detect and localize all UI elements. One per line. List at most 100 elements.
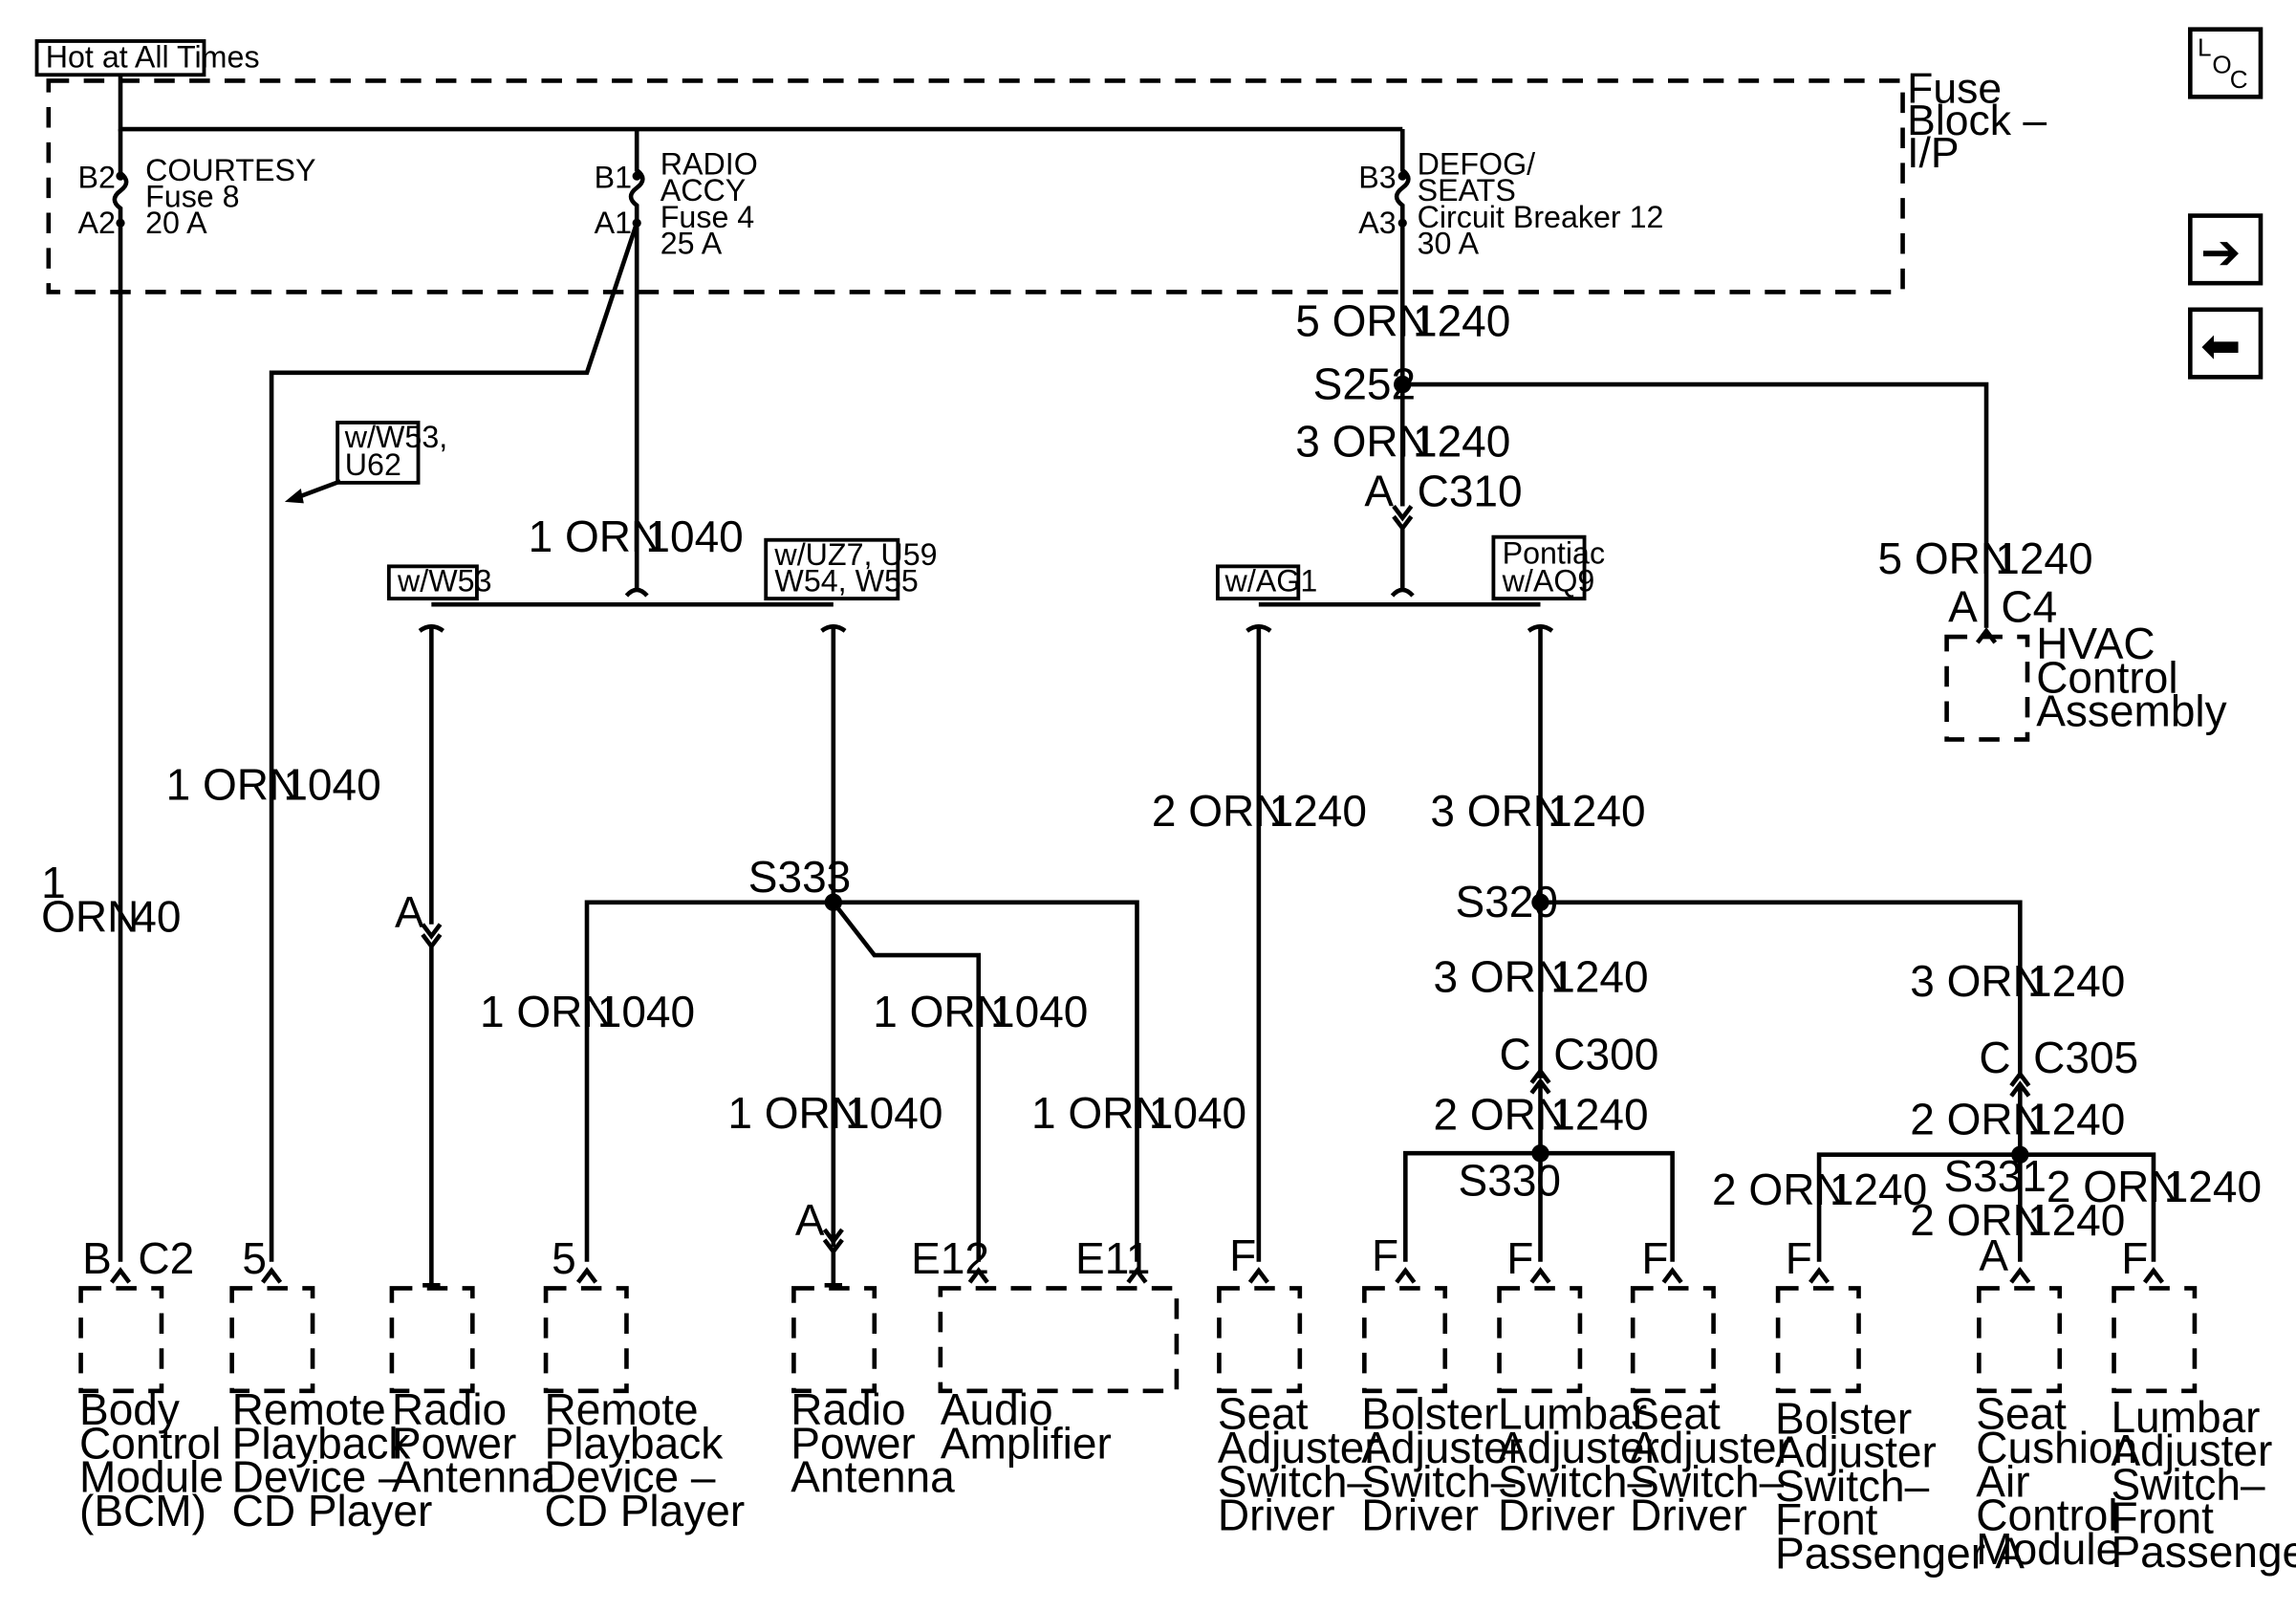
- bcm-connector: C2: [138, 1233, 194, 1283]
- amp-e12-wire-label: 1 ORN: [873, 987, 1007, 1036]
- cd2-box: [543, 1286, 629, 1394]
- hvac-label-3: Assembly: [2036, 686, 2226, 736]
- forward-button[interactable]: ➔: [2188, 213, 2264, 286]
- radio-pin-top: [632, 171, 641, 181]
- cushion-label-4: Control: [1976, 1491, 2117, 1540]
- courtesy-rating: 20 A: [145, 206, 207, 240]
- cushion-pin: A: [1979, 1230, 2008, 1280]
- hvac-control-assembly-box: [1944, 634, 2030, 742]
- antenna2-label-1: Radio: [791, 1384, 905, 1434]
- antenna1-pin: A: [395, 887, 424, 937]
- amp-e11-circuit: 1040: [1149, 1088, 1246, 1138]
- radio-name-1: RADIO: [661, 147, 758, 182]
- bcm-box: [78, 1286, 164, 1394]
- splice-s330-label: S330: [1459, 1156, 1561, 1206]
- loc-letter-l: L: [2198, 33, 2212, 61]
- option-pontiac-1: Pontiac: [1503, 535, 1605, 570]
- splice-s333-label: S333: [748, 852, 851, 902]
- s252-down-circuit: 1240: [1413, 416, 1510, 466]
- antenna1-label-3: Antenna: [392, 1452, 556, 1502]
- lumbar-driver-pin: F: [1506, 1233, 1533, 1283]
- cd2-label-1: Remote: [545, 1384, 699, 1434]
- antenna1-box: [389, 1286, 475, 1394]
- bcm-circuit: 40: [132, 891, 181, 941]
- amp-pin-e12: E12: [911, 1233, 989, 1283]
- amp-e11-wire-label: 1 ORN: [1031, 1088, 1166, 1138]
- seat-driver2-label-1: Seat: [1630, 1389, 1721, 1439]
- bolster-front-label-2: Adjuster: [1775, 1427, 1937, 1477]
- cd2-label-4: CD Player: [545, 1486, 746, 1535]
- s320-down-wire-label: 3 ORN: [1433, 951, 1568, 1001]
- location-button[interactable]: L O C: [2188, 27, 2264, 99]
- courtesy-pin-top: [116, 171, 125, 181]
- bcm-wire-size: 1: [41, 858, 66, 907]
- bcm-label-1: Body: [79, 1384, 180, 1434]
- terminal-carets: [109, 1267, 2165, 1288]
- cd1-label-2: Playback: [232, 1418, 412, 1468]
- back-button[interactable]: ⬅: [2188, 307, 2264, 380]
- cushion-wire-label: 2 ORN: [1910, 1195, 2045, 1245]
- radio-bottom-pin: A1: [595, 206, 632, 240]
- bolster-front-label-4: Front: [1775, 1494, 1878, 1544]
- seat-driver2-label-2: Adjuster: [1630, 1423, 1791, 1472]
- hvac-wire-label: 5 ORN: [1877, 533, 2012, 583]
- c300-down-circuit: 1240: [1550, 1090, 1648, 1140]
- radio-name-2: ACCY: [661, 173, 747, 207]
- antenna2-connector-a: [822, 1228, 844, 1286]
- option-pointer-head: [284, 489, 304, 504]
- radio-option-break: [624, 587, 649, 598]
- courtesy-top-pin: B2: [78, 160, 116, 194]
- defog-breaker-number: Circuit Breaker 12: [1418, 200, 1664, 234]
- option-box-pontiac: [1491, 534, 1587, 601]
- seat-driver-label-1: Seat: [1218, 1389, 1309, 1439]
- cushion-label-3: Air: [1976, 1456, 2029, 1506]
- audio-amplifier-box: [938, 1286, 1180, 1394]
- lumbar-driver-box: [1497, 1286, 1583, 1394]
- seat-driver2-label-4: Driver: [1630, 1491, 1747, 1540]
- lumbar-front-wire-label: 2 ORN: [2047, 1162, 2181, 1211]
- bolster-front-circuit: 1240: [1830, 1165, 1927, 1214]
- defog-name-2: SEATS: [1418, 173, 1516, 207]
- main-circuit: 1240: [1413, 295, 1510, 345]
- option-uz7-2: W54, W55: [774, 563, 918, 598]
- driver-seat-wire-label: 2 ORN: [1152, 786, 1287, 836]
- fuse-block-label-3: I/P: [1907, 130, 1959, 177]
- c310-label: C310: [1418, 466, 1523, 515]
- s320-right-wire-label: 3 ORN: [1910, 956, 2045, 1006]
- seat-driver-label-3: Switch–: [1218, 1456, 1373, 1506]
- back-arrow-icon: ⬅: [2200, 318, 2241, 373]
- seat-driver-label-4: Driver: [1218, 1491, 1335, 1540]
- hvac-circuit: 1240: [1995, 533, 2092, 583]
- c4-label: C4: [2001, 582, 2057, 632]
- amp-label-2: Amplifier: [941, 1418, 1112, 1468]
- c305-down-circuit: 1240: [2027, 1094, 2125, 1143]
- lumbar-front-label-4: Front: [2111, 1493, 2214, 1543]
- battery-bus: [118, 75, 1403, 132]
- fuse-block-outline: [46, 78, 1905, 294]
- option-box-w53-u62: [336, 421, 421, 485]
- option-w53-u62-1: w/W53,: [344, 420, 447, 454]
- c300-pin: C: [1500, 1030, 1531, 1079]
- s333-right-branch: [833, 900, 1139, 1262]
- cushion-label-1: Seat: [1976, 1389, 2067, 1439]
- lumbar-driver-label-1: Lumbar: [1498, 1389, 1647, 1439]
- cd2-wire-label: 1 ORN: [480, 987, 615, 1036]
- bolster-driver-pin: F: [1372, 1230, 1398, 1280]
- bolster-front-label-5: Passenger A: [1775, 1528, 2025, 1578]
- cd1-label-4: CD Player: [232, 1486, 433, 1535]
- cd1-label-1: Remote: [232, 1384, 386, 1434]
- courtesy-fuse-number: Fuse 8: [145, 179, 240, 213]
- lumbar-driver-label-3: Switch–: [1498, 1456, 1653, 1506]
- antenna2-circuit: 1040: [845, 1088, 942, 1138]
- c300-connector: [1529, 1067, 1551, 1262]
- cd1-circuit: 1040: [283, 759, 380, 809]
- antenna2-label-2: Power: [791, 1418, 915, 1468]
- antenna2-label-3: Antenna: [791, 1452, 955, 1502]
- option-box-w53: [386, 564, 479, 601]
- courtesy-bottom-pin: A2: [78, 206, 116, 240]
- bolster-front-label-3: Switch–: [1775, 1461, 1930, 1511]
- lumbar-front-label-3: Switch–: [2111, 1459, 2265, 1509]
- cd2-label-3: Device –: [545, 1452, 716, 1502]
- lumbar-driver-label-2: Adjuster: [1498, 1423, 1659, 1472]
